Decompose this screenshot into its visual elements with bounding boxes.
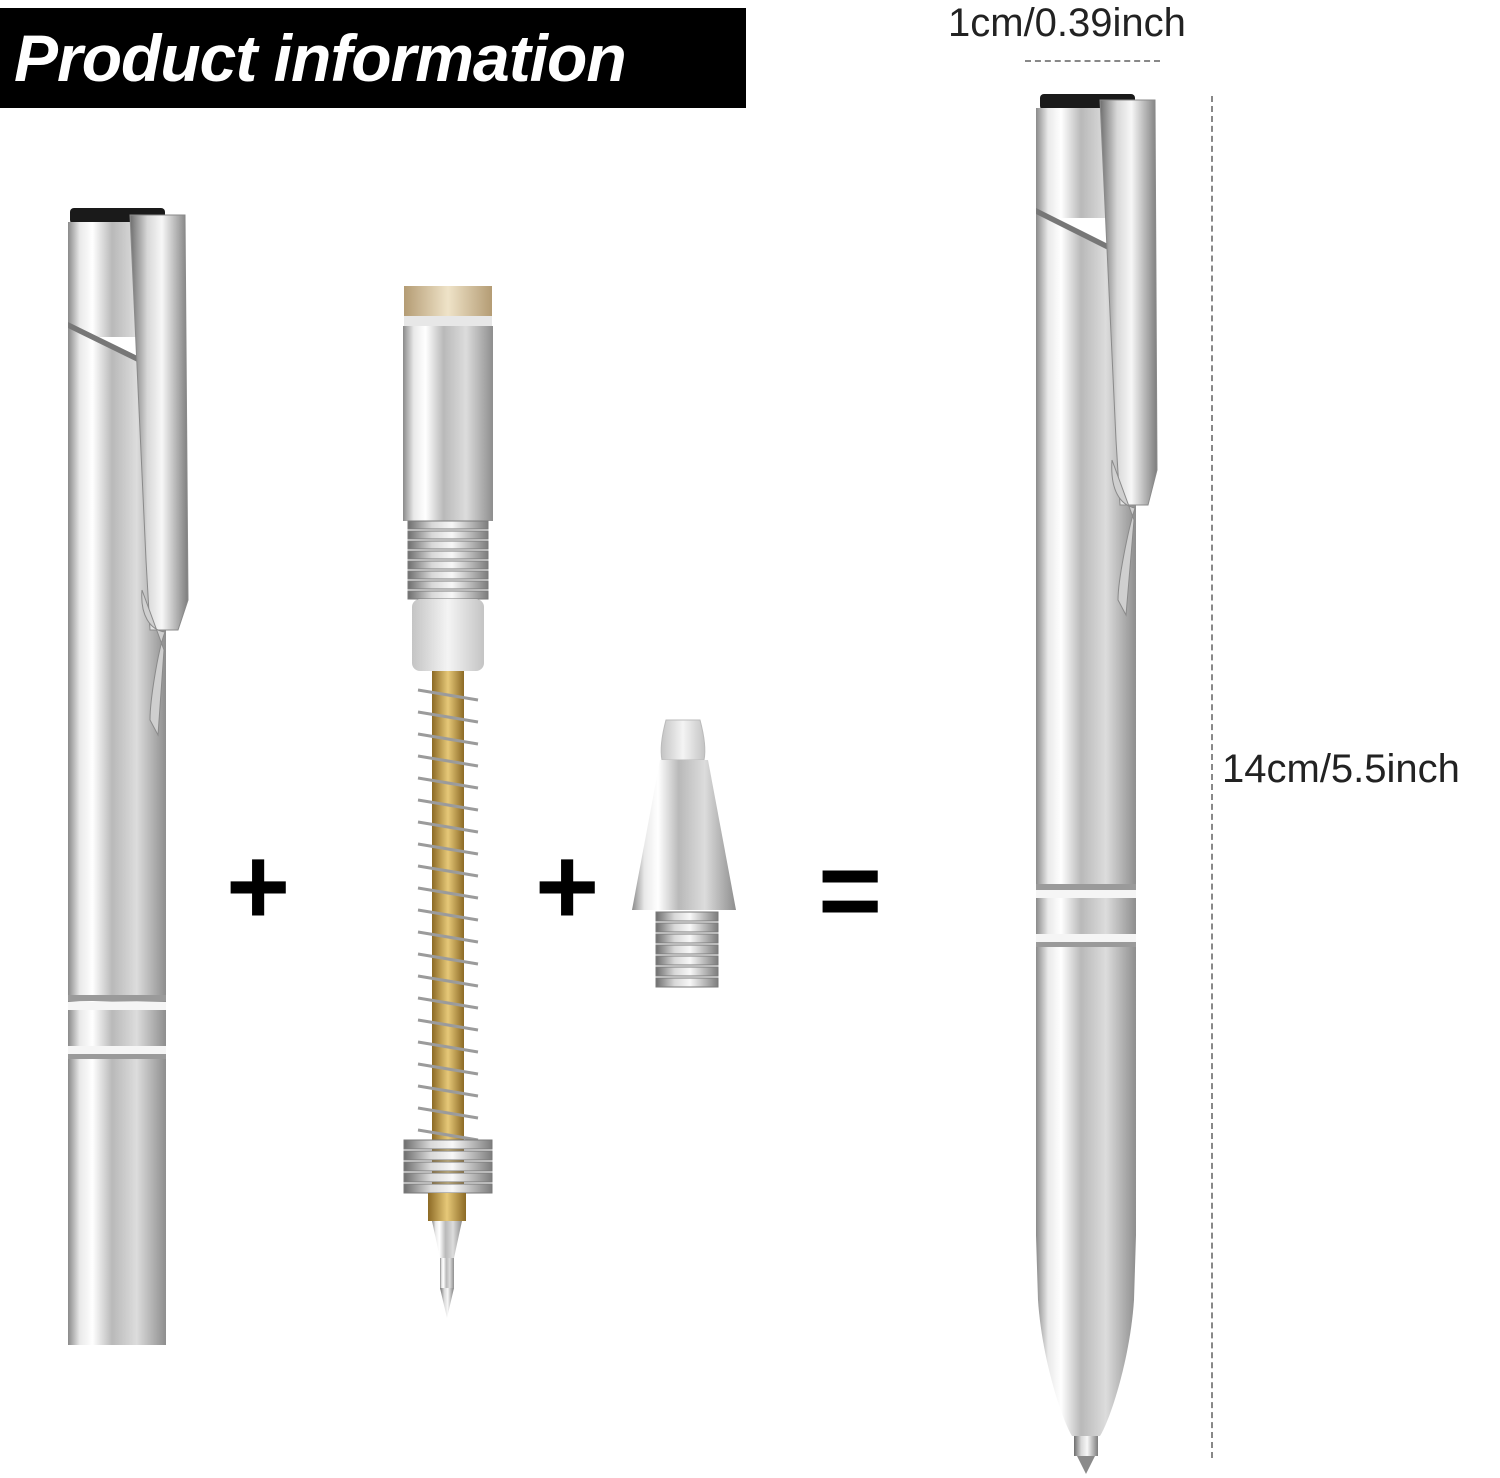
length-dimension-label: 14cm/5.5inch xyxy=(1222,747,1460,791)
width-dimension-label: 1cm/0.39inch xyxy=(948,1,1186,45)
equals-operator: = xyxy=(818,829,883,952)
assembled-pen-icon xyxy=(1036,94,1158,1474)
page-title: Product information xyxy=(14,21,627,95)
length-dimension-line xyxy=(1211,96,1213,1458)
pen-barrel-icon xyxy=(68,208,189,1345)
width-dimension-line xyxy=(1025,60,1160,62)
title-banner: Product information xyxy=(0,8,746,108)
spring-refill-icon xyxy=(403,286,493,1318)
plus-operator-1: + xyxy=(226,825,291,948)
pen-tip-cone-icon xyxy=(632,719,736,988)
plus-operator-2: + xyxy=(535,825,600,948)
